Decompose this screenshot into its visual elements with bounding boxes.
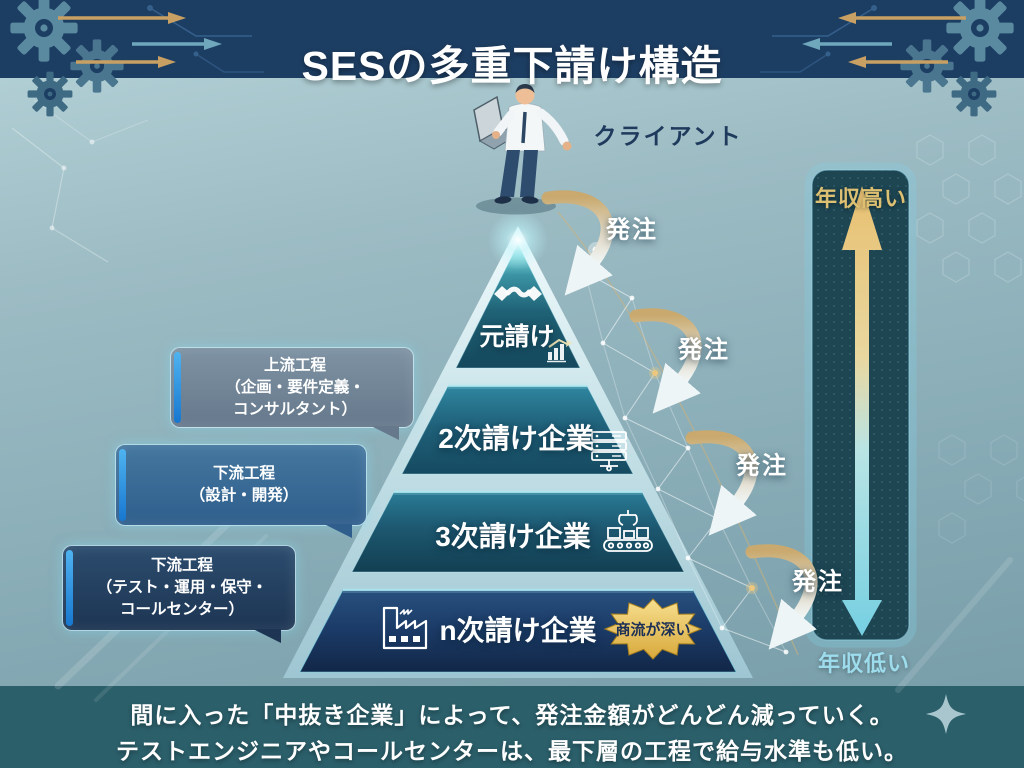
bubble-tail xyxy=(324,524,352,538)
factory-icon xyxy=(382,606,428,650)
bubble-tail xyxy=(253,629,281,643)
footer-caption-line1: 間に入った「中抜き企業」によって、発注金額がどんどん減っていく。 xyxy=(130,702,894,728)
tier-3-label: 3次請け企業 xyxy=(435,521,591,552)
bubble-accent-bar xyxy=(66,550,73,626)
decor-hexagons xyxy=(916,134,1024,544)
client-label: クライアント xyxy=(593,123,743,149)
bubble-accent-bar xyxy=(119,449,126,521)
decor-mesh-left xyxy=(11,99,149,263)
tier-1-label: 元請け xyxy=(479,323,555,351)
gold-nodes xyxy=(588,242,758,594)
order-arrow-1 xyxy=(541,190,614,296)
salary-high-label: 年収高い xyxy=(814,186,908,211)
order-label-2: 発注 xyxy=(678,336,730,364)
tier-4-label: n次請け企業 xyxy=(439,615,597,646)
process-bubble-midstream: 下流工程 （設計・開発） xyxy=(115,444,367,538)
bubble-accent-bar xyxy=(174,352,181,423)
bubble-text: 下流工程 （テスト・運用・保守・ コールセンター） xyxy=(96,557,268,618)
tier-2-label: 2次請け企業 xyxy=(438,423,594,454)
conveyor-belt-icon xyxy=(603,510,653,552)
server-rack-icon xyxy=(591,431,627,472)
salary-low-label: 年収低い xyxy=(817,651,911,676)
order-label-4: 発注 xyxy=(792,568,844,596)
order-label-1: 発注 xyxy=(606,216,658,244)
bubble-text: 上流工程 （企画・要件定義・ コンサルタント） xyxy=(225,356,365,418)
order-label-3: 発注 xyxy=(736,452,788,480)
process-bubble-downstream: 下流工程 （テスト・運用・保守・ コールセンター） xyxy=(62,545,296,643)
handshake-icon xyxy=(494,286,542,301)
process-bubble-upstream: 上流工程 （企画・要件定義・ コンサルタント） xyxy=(170,347,414,440)
tier-4-badge-label: 商流が深い xyxy=(615,621,691,639)
apex-glow xyxy=(488,210,548,270)
footer-bar xyxy=(0,686,1024,768)
bubble-tail xyxy=(371,426,399,440)
footer-caption-line2: テストエンジニアやコールセンターは、最下層の工程で給与水準も低い。 xyxy=(116,738,908,764)
salary-arrow xyxy=(842,186,882,636)
order-arrows xyxy=(541,190,818,650)
page-title: SESの多重下請け構造 xyxy=(301,43,723,90)
bubble-text: 下流工程 （設計・開発） xyxy=(189,465,299,504)
